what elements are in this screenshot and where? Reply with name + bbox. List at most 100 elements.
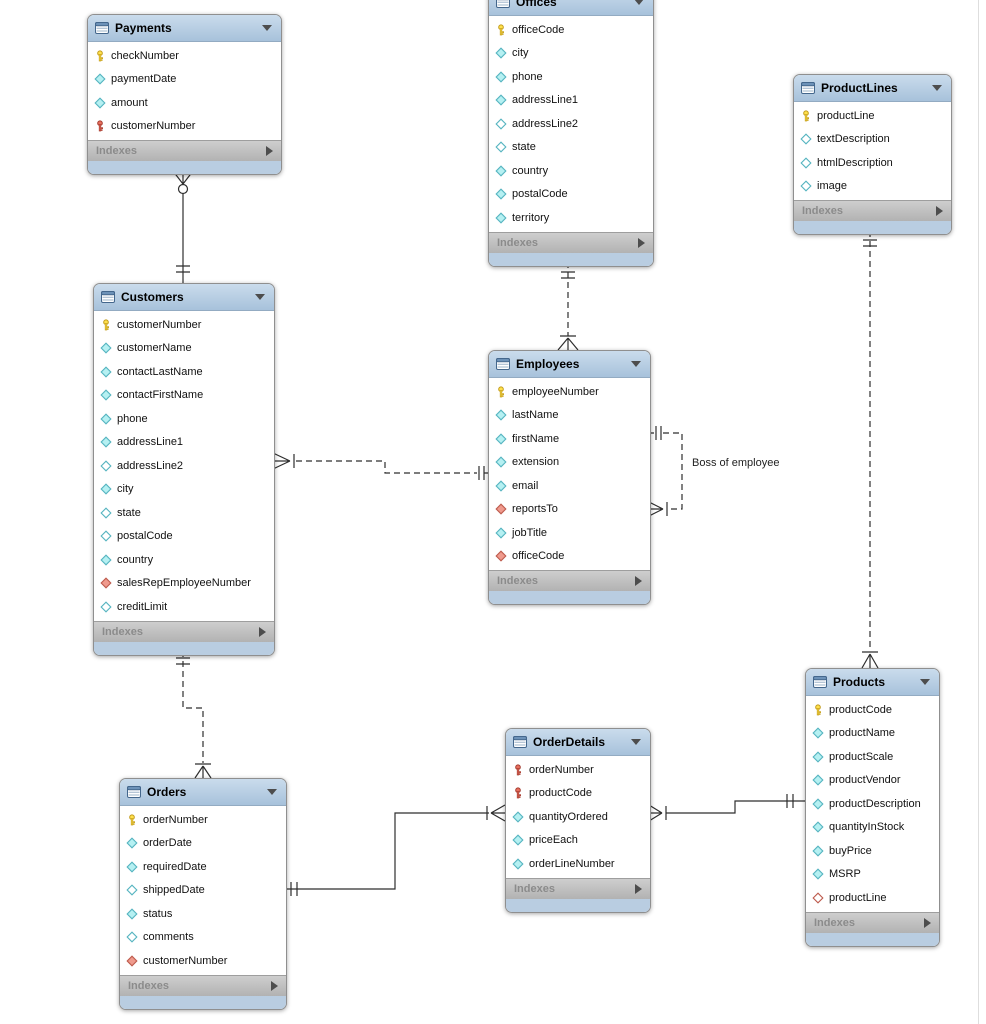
field-row-paymentDate[interactable]: paymentDate: [88, 68, 281, 92]
expand-arrow-icon[interactable]: [266, 146, 273, 156]
rel-customers-employees[interactable]: [272, 452, 488, 480]
field-row-checkNumber[interactable]: checkNumber: [88, 44, 281, 68]
field-row-orderLineNumber[interactable]: orderLineNumber: [506, 852, 650, 876]
field-row-employeeNumber[interactable]: employeeNumber: [489, 380, 650, 404]
field-row-productVendor[interactable]: productVendor: [806, 769, 939, 793]
indexes-bar[interactable]: Indexes: [794, 200, 951, 221]
field-row-customerNumber[interactable]: customerNumber: [94, 313, 274, 337]
expand-arrow-icon[interactable]: [924, 917, 931, 928]
field-row-addressLine2[interactable]: addressLine2: [489, 112, 653, 136]
field-row-officeCode[interactable]: officeCode: [489, 545, 650, 569]
indexes-bar[interactable]: Indexes: [94, 620, 274, 642]
field-row-productDescription[interactable]: productDescription: [806, 792, 939, 816]
field-row-extension[interactable]: extension: [489, 451, 650, 475]
field-row-city[interactable]: city: [489, 42, 653, 66]
field-row-orderNumber[interactable]: orderNumber: [120, 808, 286, 832]
field-row-productCode[interactable]: productCode: [506, 782, 650, 806]
table-header-customers[interactable]: Customers: [94, 284, 274, 311]
collapse-arrow-icon[interactable]: [262, 25, 272, 31]
field-row-status[interactable]: status: [120, 902, 286, 926]
field-row-contactFirstName[interactable]: contactFirstName: [94, 384, 274, 408]
rel-productlines-products[interactable]: [861, 231, 879, 669]
indexes-bar[interactable]: Indexes: [489, 570, 650, 591]
table-header-orderdetails[interactable]: OrderDetails: [506, 729, 650, 756]
collapse-arrow-icon[interactable]: [631, 739, 641, 745]
field-row-email[interactable]: email: [489, 474, 650, 498]
expand-arrow-icon[interactable]: [638, 237, 645, 248]
field-row-country[interactable]: country: [489, 159, 653, 183]
field-row-productLine[interactable]: productLine: [794, 104, 951, 128]
rel-orders-orderdetails[interactable]: [285, 804, 506, 896]
indexes-bar[interactable]: Indexes: [806, 911, 939, 933]
rel-offices-employees[interactable]: [557, 262, 579, 351]
table-header-orders[interactable]: Orders: [120, 779, 286, 806]
field-row-customerNumber[interactable]: customerNumber: [88, 115, 281, 139]
field-row-htmlDescription[interactable]: htmlDescription: [794, 151, 951, 175]
collapse-arrow-icon[interactable]: [255, 294, 265, 300]
table-header-productlines[interactable]: ProductLines: [794, 75, 951, 102]
field-row-textDescription[interactable]: textDescription: [794, 128, 951, 152]
field-row-firstName[interactable]: firstName: [489, 427, 650, 451]
rel-payments-customers[interactable]: [172, 170, 194, 283]
table-header-products[interactable]: Products: [806, 669, 939, 696]
field-row-salesRepEmployeeNumber[interactable]: salesRepEmployeeNumber: [94, 572, 274, 596]
field-row-phone[interactable]: phone: [489, 65, 653, 89]
indexes-bar[interactable]: Indexes: [506, 877, 650, 899]
field-row-state[interactable]: state: [489, 136, 653, 160]
field-row-phone[interactable]: phone: [94, 407, 274, 431]
field-row-orderDate[interactable]: orderDate: [120, 832, 286, 856]
table-header-offices[interactable]: Offices: [489, 0, 653, 16]
field-row-productName[interactable]: productName: [806, 722, 939, 746]
rel-customers-orders[interactable]: [176, 651, 212, 779]
field-row-country[interactable]: country: [94, 548, 274, 572]
collapse-arrow-icon[interactable]: [267, 789, 277, 795]
indexes-bar[interactable]: Indexes: [120, 974, 286, 996]
table-header-employees[interactable]: Employees: [489, 351, 650, 378]
field-row-postalCode[interactable]: postalCode: [94, 525, 274, 549]
field-row-buyPrice[interactable]: buyPrice: [806, 839, 939, 863]
field-row-customerNumber[interactable]: customerNumber: [120, 949, 286, 973]
field-row-territory[interactable]: territory: [489, 206, 653, 230]
expand-arrow-icon[interactable]: [936, 206, 943, 216]
field-row-reportsTo[interactable]: reportsTo: [489, 498, 650, 522]
field-row-productScale[interactable]: productScale: [806, 745, 939, 769]
expand-arrow-icon[interactable]: [259, 626, 266, 637]
field-row-amount[interactable]: amount: [88, 91, 281, 115]
collapse-arrow-icon[interactable]: [634, 0, 644, 5]
field-row-addressLine1[interactable]: addressLine1: [489, 89, 653, 113]
rel-employees-boss[interactable]: [648, 426, 683, 517]
field-row-comments[interactable]: comments: [120, 926, 286, 950]
collapse-arrow-icon[interactable]: [631, 361, 641, 367]
field-row-postalCode[interactable]: postalCode: [489, 183, 653, 207]
field-row-creditLimit[interactable]: creditLimit: [94, 595, 274, 619]
field-row-orderNumber[interactable]: orderNumber: [506, 758, 650, 782]
field-row-priceEach[interactable]: priceEach: [506, 829, 650, 853]
field-row-shippedDate[interactable]: shippedDate: [120, 879, 286, 903]
expand-arrow-icon[interactable]: [635, 883, 642, 894]
field-row-officeCode[interactable]: officeCode: [489, 18, 653, 42]
table-header-payments[interactable]: Payments: [88, 15, 281, 42]
field-row-quantityOrdered[interactable]: quantityOrdered: [506, 805, 650, 829]
collapse-arrow-icon[interactable]: [920, 679, 930, 685]
field-row-quantityInStock[interactable]: quantityInStock: [806, 816, 939, 840]
rel-orderdetails-products[interactable]: [648, 794, 805, 822]
expand-arrow-icon[interactable]: [635, 576, 642, 586]
field-row-contactLastName[interactable]: contactLastName: [94, 360, 274, 384]
field-row-state[interactable]: state: [94, 501, 274, 525]
field-row-lastName[interactable]: lastName: [489, 404, 650, 428]
field-row-productLine[interactable]: productLine: [806, 886, 939, 910]
field-row-addressLine1[interactable]: addressLine1: [94, 431, 274, 455]
collapse-arrow-icon[interactable]: [932, 85, 942, 91]
indexes-bar[interactable]: Indexes: [489, 231, 653, 253]
field-row-city[interactable]: city: [94, 478, 274, 502]
field-row-addressLine2[interactable]: addressLine2: [94, 454, 274, 478]
